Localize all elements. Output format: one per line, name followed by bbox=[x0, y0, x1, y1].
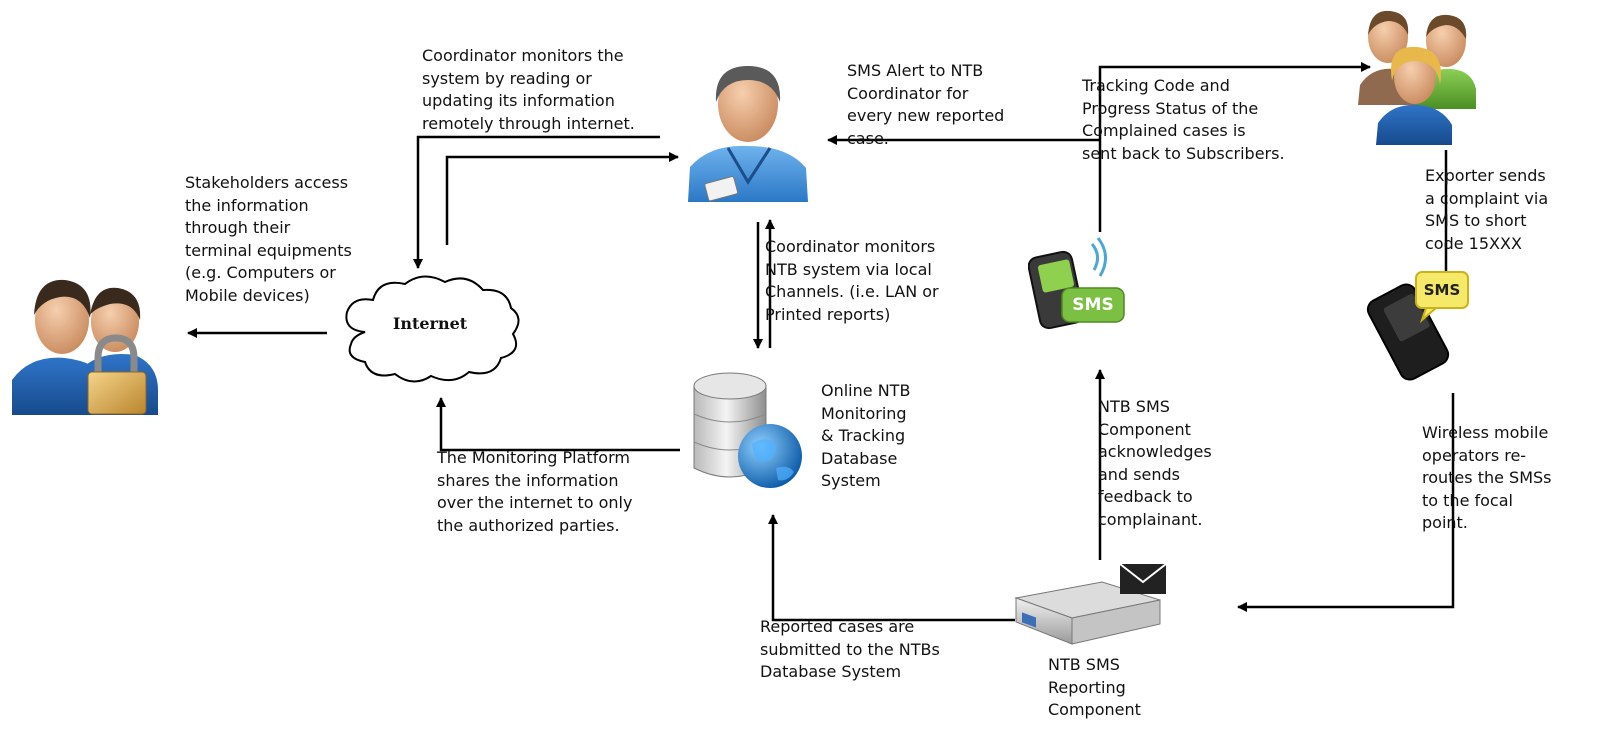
monitoring-platform-note: The Monitoring Platform shares the infor… bbox=[437, 448, 633, 535]
coordinator-user-icon bbox=[680, 62, 820, 202]
sms-mobile-icon: SMS bbox=[1028, 232, 1128, 332]
tracking-status-note: Tracking Code and Progress Status of the… bbox=[1082, 76, 1285, 163]
reporting-component-label: NTB SMS Reporting Component bbox=[1048, 655, 1141, 719]
internet-label: Internet bbox=[392, 314, 468, 333]
coordinator-local-note: Coordinator monitors NTB system via loca… bbox=[765, 237, 939, 324]
arrow-server-to-database bbox=[768, 514, 1015, 622]
arrow-sms-to-subscribers bbox=[1098, 62, 1371, 232]
stakeholders-note: Stakeholders access the information thro… bbox=[185, 173, 352, 305]
sms-alert-note: SMS Alert to NTB Coordinator for every n… bbox=[847, 61, 1005, 148]
arrow-phone-to-server bbox=[1237, 393, 1455, 612]
arrow-internet-to-coordinator bbox=[445, 152, 679, 245]
sms-badge-label: SMS bbox=[1072, 295, 1114, 315]
smartphone-sms-icon: SMS bbox=[1360, 268, 1480, 386]
users-lock-icon bbox=[10, 270, 160, 415]
database-label: Online NTB Monitoring & Tracking Databas… bbox=[821, 381, 911, 490]
server-mail-icon bbox=[1010, 560, 1170, 650]
subscribers-group-icon bbox=[1358, 5, 1478, 145]
wireless-operators-note: Wireless mobile operators re- routes the… bbox=[1422, 423, 1552, 532]
cloud-icon: Internet bbox=[335, 270, 525, 388]
coordinator-internet-note: Coordinator monitors the system by readi… bbox=[422, 46, 635, 133]
phone-bubble-label: SMS bbox=[1423, 281, 1461, 299]
arrow-coordinator-to-internet bbox=[413, 135, 660, 269]
exporter-note: Exporter sends a complaint via SMS to sh… bbox=[1425, 166, 1549, 253]
database-globe-icon bbox=[690, 368, 810, 493]
sms-ack-note: NTB SMS Component acknowledges and sends… bbox=[1098, 397, 1212, 529]
reported-cases-note: Reported cases are submitted to the NTBs… bbox=[760, 617, 940, 681]
arrow-database-to-internet bbox=[436, 397, 680, 452]
